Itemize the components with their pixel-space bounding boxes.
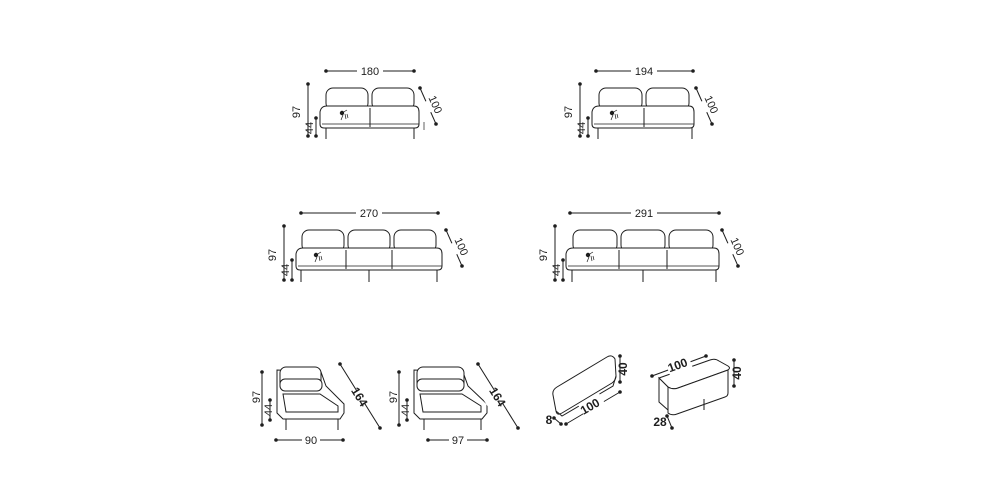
pouf-depth-label: 28	[653, 415, 667, 429]
sofa-194-depth-dimension: 100	[694, 86, 720, 126]
sofa-194-seat-height-dimension: 44	[576, 116, 590, 138]
sofa-180-drawing	[319, 87, 425, 139]
sofa-291-width-label: 291	[635, 208, 653, 220]
pouf-depth-dimension: 28	[653, 414, 674, 430]
sofa-270-height-dimension: 97	[267, 224, 286, 282]
chaise-90-height-dimension: 97	[251, 370, 264, 427]
sofa-180-height-dimension: 97	[291, 82, 310, 138]
sofa-194-drawing	[591, 87, 695, 139]
chaise-90-seat-height-dimension: 44	[263, 398, 275, 422]
sofa-291-seat-height-label: 44	[551, 264, 563, 276]
sofa-270-width-dimension: 270	[299, 206, 440, 220]
chaise-97-height-label: 97	[388, 391, 400, 403]
sofa-291-height-label: 97	[538, 249, 550, 261]
cushion-height-label: 40	[616, 362, 630, 376]
chaise-97-width-dimension: 97	[426, 433, 489, 447]
sofa-180-width-dimension: 180	[324, 64, 416, 78]
pouf-drawing	[658, 358, 730, 416]
sofa-270-height-label: 97	[267, 249, 279, 261]
cushion-thickness-label: 8	[546, 413, 553, 427]
sofa-270-width-label: 270	[360, 208, 378, 220]
chaise-90-height-label: 97	[251, 391, 263, 403]
sofa-180-seat-height-label: 44	[304, 122, 316, 134]
sofa-291-seat-height-dimension: 44	[551, 258, 565, 282]
pouf-length-label: 100	[666, 355, 690, 375]
sofa-270-depth-dimension: 100	[444, 228, 470, 268]
chaise-90-width-label: 90	[305, 435, 317, 447]
sofa-180-seat-height-dimension: 44	[304, 116, 318, 138]
chaise-97-depth-dimension: 164	[476, 362, 520, 430]
sofa-291-drawing	[565, 229, 720, 282]
sofa-180-depth-dimension: 100	[418, 86, 444, 126]
sofa-194-width-dimension: 194	[594, 64, 695, 78]
chaise-90-drawing	[276, 366, 345, 430]
sofa-180-height-label: 97	[291, 106, 303, 118]
pouf-height-label: 40	[730, 366, 744, 380]
chaise-90-seat-height-label: 44	[263, 404, 275, 416]
chaise-90-depth-dimension: 164	[338, 362, 382, 430]
sofa-270-seat-height-dimension: 44	[280, 258, 294, 282]
sofa-270-seat-height-label: 44	[280, 264, 292, 276]
chaise-97-width-label: 97	[452, 435, 464, 447]
sofa-291-height-dimension: 97	[538, 224, 557, 282]
sofa-194-height-label: 97	[563, 106, 575, 118]
pouf-length-dimension: 100	[650, 354, 708, 378]
cushion-height-dimension: 40	[616, 354, 630, 384]
pouf-height-dimension: 40	[730, 358, 744, 388]
sofa-270-drawing	[295, 229, 443, 282]
sofa-194-seat-height-label: 44	[576, 122, 588, 134]
sofa-291-depth-dimension: 100	[720, 228, 746, 268]
sofa-194-height-dimension: 97	[563, 82, 582, 138]
chaise-97-seat-height-label: 44	[400, 404, 412, 416]
cushion-thickness-dimension: 8	[546, 413, 563, 427]
chaise-97-drawing	[413, 366, 488, 430]
sofa-180-width-label: 180	[361, 66, 379, 78]
sofa-291-width-dimension: 291	[568, 206, 721, 220]
chaise-90-width-dimension: 90	[274, 433, 345, 447]
chaise-97-seat-height-dimension: 44	[400, 398, 412, 422]
sofa-194-width-label: 194	[635, 66, 653, 78]
chaise-97-height-dimension: 97	[388, 370, 401, 427]
